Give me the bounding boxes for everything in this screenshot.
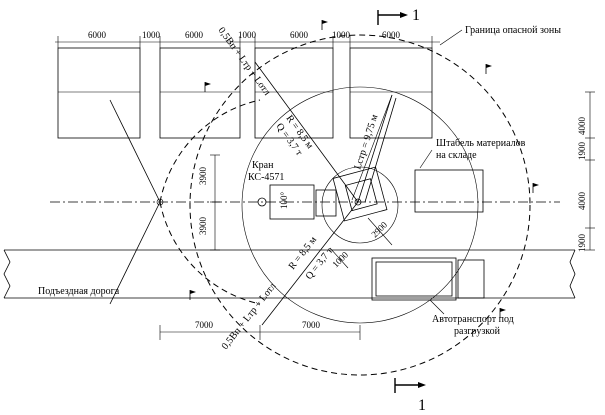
truck-leader: [429, 299, 445, 315]
dim-top-3: 6000: [185, 30, 204, 40]
angle-label: 100°: [279, 192, 289, 210]
dim-top-2: 1000: [142, 30, 161, 40]
section-marker-top: 1: [377, 7, 420, 25]
dim-left-1: 3900: [198, 167, 208, 186]
left-dimension-chain: 3900 3900: [198, 154, 220, 251]
dim-right-1: 4000: [577, 117, 587, 136]
dim-right-2: 1900: [577, 142, 587, 161]
dim-bottom-2: 7000: [302, 320, 321, 330]
bottom-dimension-chain: 7000 7000: [159, 320, 361, 340]
dim-left-2: 3900: [198, 217, 208, 236]
dim-top-7: 6000: [382, 30, 401, 40]
dim-2900-line: [367, 217, 393, 246]
right-dimension-chain: 4000 1900 4000 1900: [577, 91, 595, 253]
truck: [371, 257, 485, 301]
top-dimension-chain: 6000 1000 6000 1000 6000 1000 6000: [55, 30, 440, 48]
left-swing-arc-lower: [159, 201, 261, 305]
left-boom-line-lower: [109, 201, 161, 305]
dim-2900: 2900: [369, 219, 389, 239]
boom-line-a: [357, 94, 393, 203]
danger-zone-leader: [439, 29, 463, 46]
main-crane: [332, 166, 388, 222]
boom-line-b: [364, 97, 397, 203]
storage-leader: [419, 149, 433, 169]
section-top-label: 1: [412, 7, 420, 24]
section-marker-bottom: 1: [394, 378, 426, 414]
crane-working-zone: [241, 86, 479, 324]
left-crane-position: [156, 198, 164, 206]
crane-model-label: КС-4571: [248, 172, 284, 183]
truck-label-2: разгрузкой: [454, 326, 501, 337]
crane-body: 100°: [257, 184, 337, 220]
truck-label-1: Автотранспорт под: [432, 314, 514, 325]
boom-line-c: [351, 94, 393, 201]
storage-label-2: на складе: [436, 150, 477, 161]
crane-swing-circle: [321, 166, 399, 244]
road-label: Подъездная дорога: [38, 286, 120, 297]
storage-label-1: Штабель материалов: [436, 138, 526, 149]
danger-zone-label: Граница опасной зоны: [465, 25, 561, 36]
boundary-flags: [189, 20, 539, 318]
material-stack: [414, 169, 484, 213]
dim-right-3: 4000: [577, 192, 587, 211]
left-boom-line: [109, 99, 161, 203]
left-swing-arc: [159, 99, 261, 203]
lower-radius-line: [261, 201, 359, 326]
dim-1000-line: [329, 247, 349, 269]
access-road: Подъездная дорога: [3, 249, 576, 299]
section-bottom-label: 1: [418, 397, 426, 414]
dim-top-1: 6000: [88, 30, 107, 40]
upper-radius-line: [254, 61, 359, 203]
dim-top-5: 6000: [290, 30, 309, 40]
dim-top-6: 1000: [332, 30, 351, 40]
dim-top-4: 1000: [238, 30, 257, 40]
crane-label: Кран: [252, 160, 274, 171]
dim-right-4: 1900: [577, 234, 587, 253]
dim-bottom-1: 7000: [195, 320, 214, 330]
lower-reach-label: 0,5Вп + Lтр + Lотл: [220, 281, 279, 352]
danger-zone-boundary: [189, 34, 531, 376]
